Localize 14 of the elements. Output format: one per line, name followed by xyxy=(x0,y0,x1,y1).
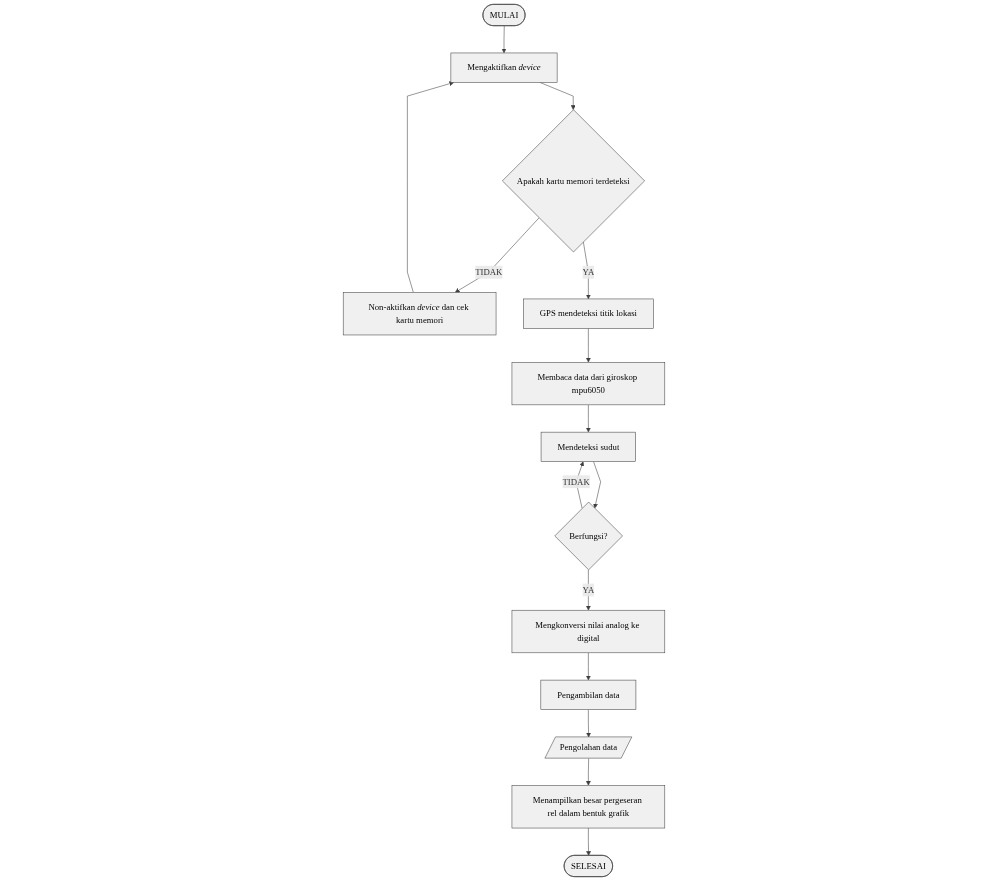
node-box: Pengambilan data xyxy=(540,679,637,710)
node-box: Membaca data dari giroskop mpu6050 xyxy=(511,362,666,406)
node-box: Mengkonversi nilai analog ke digital xyxy=(511,609,666,654)
node-box: GPS mendeteksi titik lokasi xyxy=(523,298,654,329)
edge-label: TIDAK xyxy=(475,267,503,277)
node-box: Non-aktifkan device dan cek kartu memori xyxy=(342,292,497,336)
node-diamond: Berfungsi? xyxy=(554,501,623,571)
edge-label: YA xyxy=(582,585,595,595)
node-box: Menampilkan besar pergeseran rel dalam bentuk grafik xyxy=(511,785,666,829)
edge-label: TIDAK xyxy=(562,476,590,487)
node-box: Mendeteksi sudut xyxy=(540,431,636,462)
node-diamond: Apakah kartu memori terdeteksi xyxy=(502,109,645,253)
node-box: Mengaktifkan device xyxy=(450,52,558,83)
edge-label: YA xyxy=(582,267,595,277)
